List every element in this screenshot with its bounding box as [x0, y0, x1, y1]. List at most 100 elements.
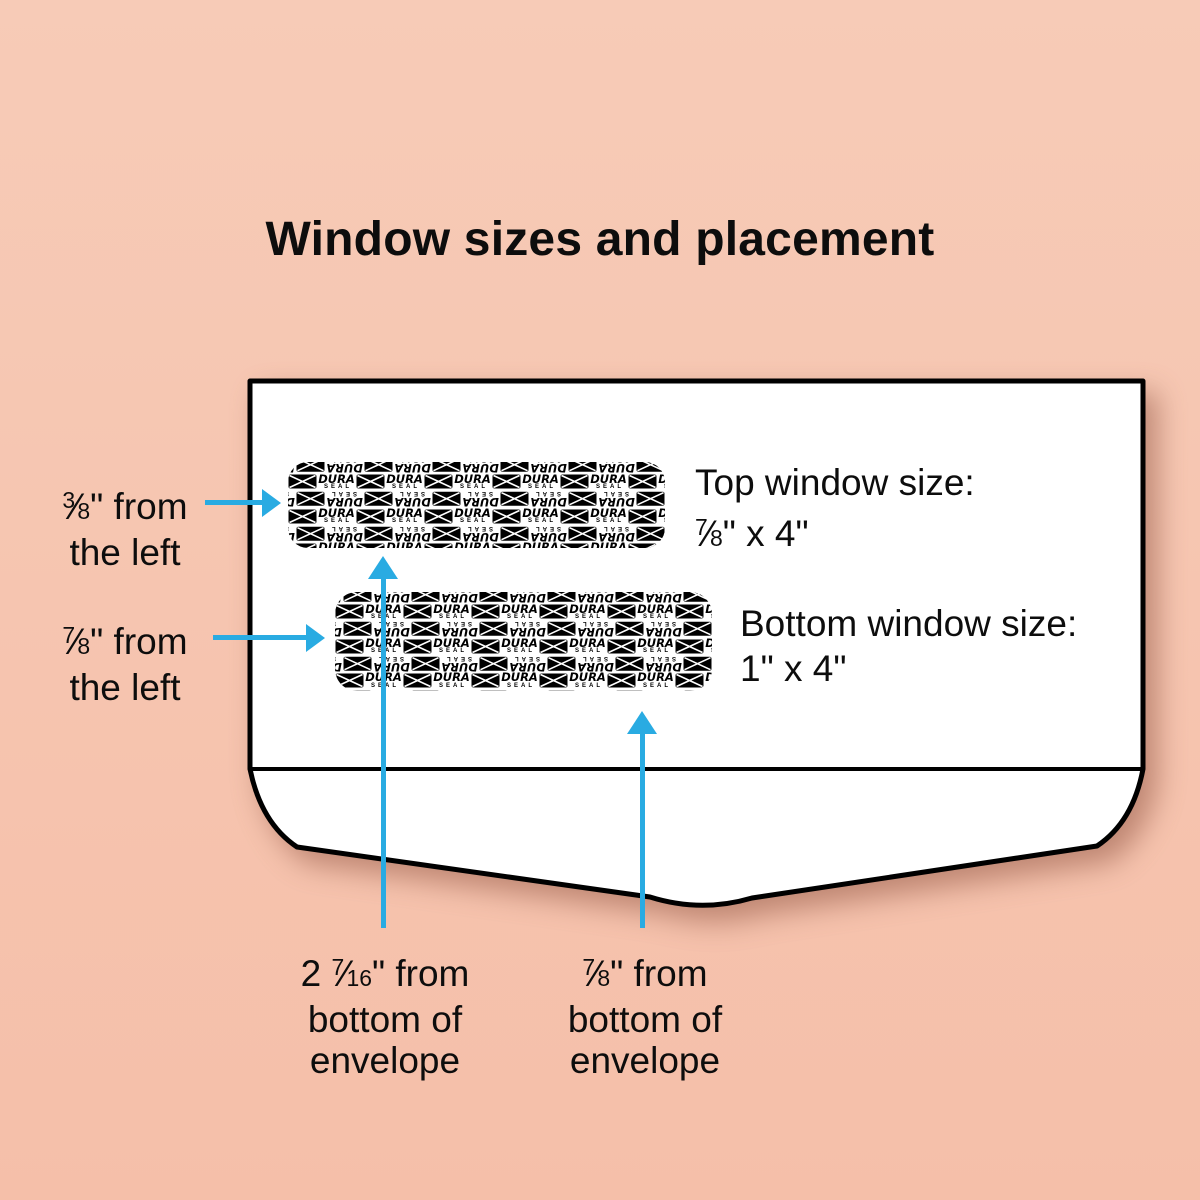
pattern-brand-bottom: SEAL — [391, 518, 420, 525]
label-line: 7⁄8" x 4" — [695, 513, 809, 554]
label-line: 7⁄8" from — [582, 953, 708, 994]
sealed-envelope-icon — [492, 474, 521, 489]
pattern-row: DURASEALDURASEALDURASEALDURASEALDURASEAL… — [335, 635, 712, 655]
sealed-envelope-icon — [675, 604, 704, 619]
pattern-brand-top: DURA — [501, 601, 538, 616]
pattern-brand-bottom: SEAL — [444, 620, 473, 627]
pattern-brand-top: DURA — [577, 625, 614, 640]
pattern-brand-top: DURA — [522, 471, 559, 486]
pattern-brand-top: DURA — [394, 495, 431, 510]
pattern-brand-top: DURA — [454, 505, 491, 520]
pattern-brand-top: DURA — [386, 540, 423, 548]
pattern-brand-bottom: SEAL — [444, 689, 472, 691]
pattern-brand-bottom: SEAL — [648, 689, 676, 691]
pattern-brand-bottom: SEAL — [574, 614, 603, 621]
sealed-envelope-icon — [403, 639, 432, 654]
pattern-row: DURASEALDURASEALDURASEALDURASEALDURASEAL… — [288, 542, 665, 548]
sealed-envelope-icon — [547, 592, 576, 602]
sealed-envelope-icon — [500, 491, 529, 506]
label-seven-eighths-from-bottom: 7⁄8" from bottom of envelope — [533, 947, 757, 1081]
arrow-shaft-bottom-window-bottom-offset — [640, 733, 645, 928]
sealed-envelope-icon — [356, 543, 385, 548]
pattern-brand-bottom: SEAL — [664, 484, 665, 490]
pattern-brand-bottom: SEAL — [512, 655, 541, 662]
sealed-envelope-icon — [479, 592, 508, 602]
pattern-brand-bottom: SEAL — [711, 648, 712, 654]
sealed-envelope-icon — [560, 543, 589, 548]
sealed-envelope-icon — [628, 543, 657, 548]
pattern-brand-bottom: SEAL — [574, 648, 603, 655]
bottom-window: DURASEALDURASEALDURASEALDURASEALDURASEAL… — [335, 592, 712, 691]
sealed-envelope-icon — [492, 509, 521, 524]
pattern-row: DURASEALDURASEALDURASEALDURASEALDURASEAL… — [335, 689, 712, 691]
pattern-brand-bottom: SEAL — [512, 689, 540, 691]
pattern-brand-top: DURA — [335, 660, 342, 674]
pattern-brand-top: DURA — [705, 603, 712, 616]
sealed-envelope-icon — [343, 690, 372, 691]
pattern-brand-top: DURA — [645, 592, 682, 605]
sealed-envelope-icon — [615, 621, 644, 636]
sealed-envelope-icon — [364, 491, 393, 506]
pattern-brand-bottom: SEAL — [444, 655, 473, 662]
pattern-brand-top: DURA — [598, 462, 635, 475]
sealed-envelope-icon — [411, 656, 440, 671]
pattern-brand-top: DURA — [462, 529, 499, 544]
pattern-brand-top: DURA — [590, 471, 627, 486]
pattern-brand-bottom: SEAL — [527, 484, 556, 491]
label-line: envelope — [569, 1040, 721, 1081]
sealed-envelope-icon — [364, 462, 393, 472]
pattern-brand-bottom: SEAL — [642, 682, 671, 689]
sealed-envelope-icon — [615, 592, 644, 602]
arrow-shaft-top-window-bottom-offset — [381, 578, 386, 928]
sealed-envelope-icon — [683, 592, 712, 602]
pattern-brand-top: DURA — [598, 529, 635, 544]
sealed-envelope-icon — [683, 656, 712, 671]
sealed-envelope-icon — [296, 526, 325, 541]
sealed-envelope-icon — [424, 509, 453, 524]
pattern-brand-bottom: SEAL — [397, 490, 426, 497]
sealed-envelope-icon — [568, 491, 597, 506]
pattern-brand-bottom: SEAL — [601, 490, 630, 497]
pattern-brand-bottom: SEAL — [711, 614, 712, 620]
pattern-brand-top: DURA — [577, 659, 614, 674]
pattern-brand-top: DURA — [394, 462, 431, 475]
sealed-envelope-icon — [636, 491, 665, 506]
label-top-window-size: Top window size: 7⁄8" x 4" — [695, 460, 975, 561]
pattern-brand-top: DURA — [637, 601, 674, 616]
sealed-envelope-icon — [424, 474, 453, 489]
pattern-brand-top: DURA — [441, 625, 478, 640]
pattern-brand-top: DURA — [433, 635, 470, 650]
arrow-head-bottom-window-bottom-offset — [627, 711, 657, 734]
pattern-brand-bottom: SEAL — [465, 525, 494, 532]
pattern-brand-top: DURA — [462, 462, 499, 475]
pattern-brand-top: DURA — [373, 592, 410, 605]
pattern-brand-top: DURA — [522, 505, 559, 520]
pattern-brand-top: DURA — [441, 592, 478, 605]
pattern-brand-top: DURA — [509, 659, 546, 674]
pattern-brand-bottom: SEAL — [664, 518, 665, 524]
pattern-brand-bottom: SEAL — [642, 614, 671, 621]
pattern-brand-bottom: SEAL — [595, 518, 624, 525]
pattern-brand-bottom: SEAL — [323, 518, 352, 525]
arrow-head-three-eighths-left — [262, 489, 281, 517]
